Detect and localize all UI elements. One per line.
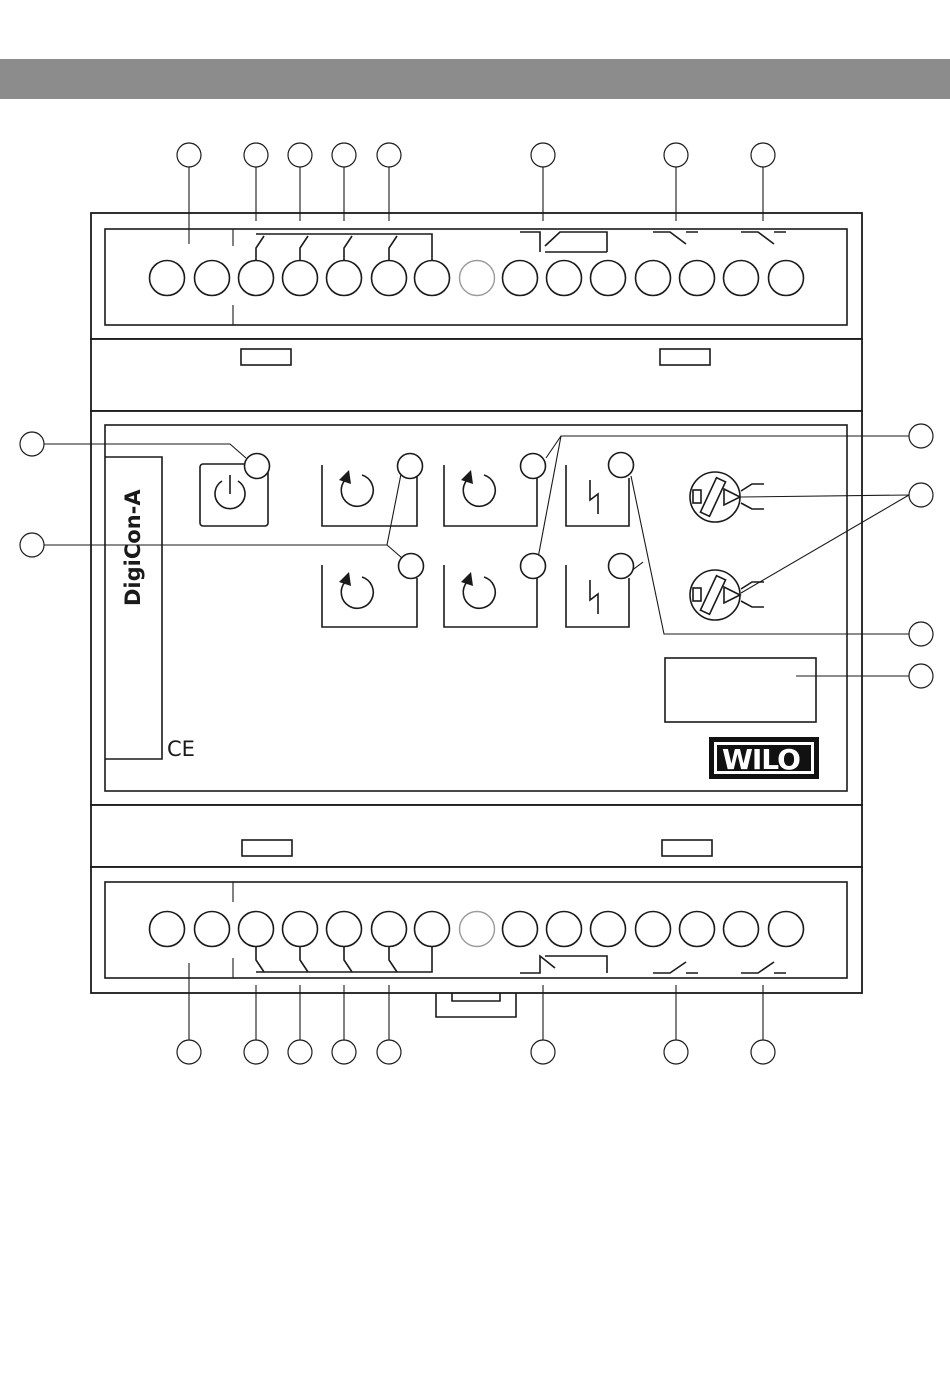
brand-logo: WILO (709, 737, 819, 779)
top-terminal-5 (327, 261, 362, 296)
bottom-terminal-8 (460, 912, 495, 947)
auto-led-pump1 (521, 454, 546, 479)
callout-marker-15 (664, 1040, 688, 1064)
bottom-terminals (150, 912, 804, 947)
bottom-terminal-14 (724, 912, 759, 947)
bottom-terminal-6 (372, 912, 407, 947)
callout-marker-11 (288, 1040, 312, 1064)
top-terminal-12 (636, 261, 671, 296)
top-terminal-2 (195, 261, 230, 296)
top-terminal-9 (503, 261, 538, 296)
callout-marker-3 (288, 143, 312, 167)
top-terminal-3 (239, 261, 274, 296)
bottom-terminal-10 (547, 912, 582, 947)
callout-marker-5 (377, 143, 401, 167)
callout-marker-13 (377, 1040, 401, 1064)
top-terminal-10 (547, 261, 582, 296)
top-terminal-15 (769, 261, 804, 296)
brand-name: WILO (722, 743, 800, 776)
top-terminal-14 (724, 261, 759, 296)
callout-marker-10 (244, 1040, 268, 1064)
device-name: DigiCon-A (121, 489, 145, 606)
fault-led-pump2 (609, 554, 634, 579)
bottom-terminal-13 (680, 912, 715, 947)
callout-marker-22 (909, 664, 933, 688)
callout-marker-18 (20, 533, 44, 557)
top-terminal-6 (372, 261, 407, 296)
top-terminal-13 (680, 261, 715, 296)
callout-marker-21 (909, 622, 933, 646)
callout-marker-12 (332, 1040, 356, 1064)
bottom-terminal-3 (239, 912, 274, 947)
callout-marker-19 (909, 424, 933, 448)
bottom-terminal-4 (283, 912, 318, 947)
manual-led-pump2 (399, 554, 424, 579)
callout-marker-6 (531, 143, 555, 167)
bottom-terminal-11 (591, 912, 626, 947)
bottom-terminal-5 (327, 912, 362, 947)
fault-led-pump1 (609, 453, 634, 478)
callout-marker-7 (664, 143, 688, 167)
din-rail-clip-inner (452, 993, 500, 1001)
callout-marker-14 (531, 1040, 555, 1064)
callout-marker-8 (751, 143, 775, 167)
callout-marker-1 (177, 143, 201, 167)
top-terminals (150, 261, 804, 296)
callout-marker-17 (20, 432, 44, 456)
auto-led-pump2 (521, 554, 546, 579)
bottom-terminal-7 (415, 912, 450, 947)
callout-marker-9 (177, 1040, 201, 1064)
top-terminal-8 (460, 261, 495, 296)
callout-marker-4 (332, 143, 356, 167)
top-terminal-4 (283, 261, 318, 296)
bottom-cover (91, 805, 862, 867)
top-terminal-1 (150, 261, 185, 296)
callout-marker-20 (909, 483, 933, 507)
ce-mark: CE (167, 737, 195, 761)
bottom-terminal-2 (195, 912, 230, 947)
bottom-terminal-15 (769, 912, 804, 947)
top-cover (91, 339, 862, 411)
callout-marker-16 (751, 1040, 775, 1064)
power-led (245, 454, 270, 479)
callout-marker-2 (244, 143, 268, 167)
manual-led-pump1 (398, 454, 423, 479)
din-rail-clip (436, 993, 516, 1017)
bottom-terminal-9 (503, 912, 538, 947)
bottom-terminal-1 (150, 912, 185, 947)
bottom-terminal-12 (636, 912, 671, 947)
top-terminal-11 (591, 261, 626, 296)
top-terminal-7 (415, 261, 450, 296)
housing (91, 213, 862, 1017)
